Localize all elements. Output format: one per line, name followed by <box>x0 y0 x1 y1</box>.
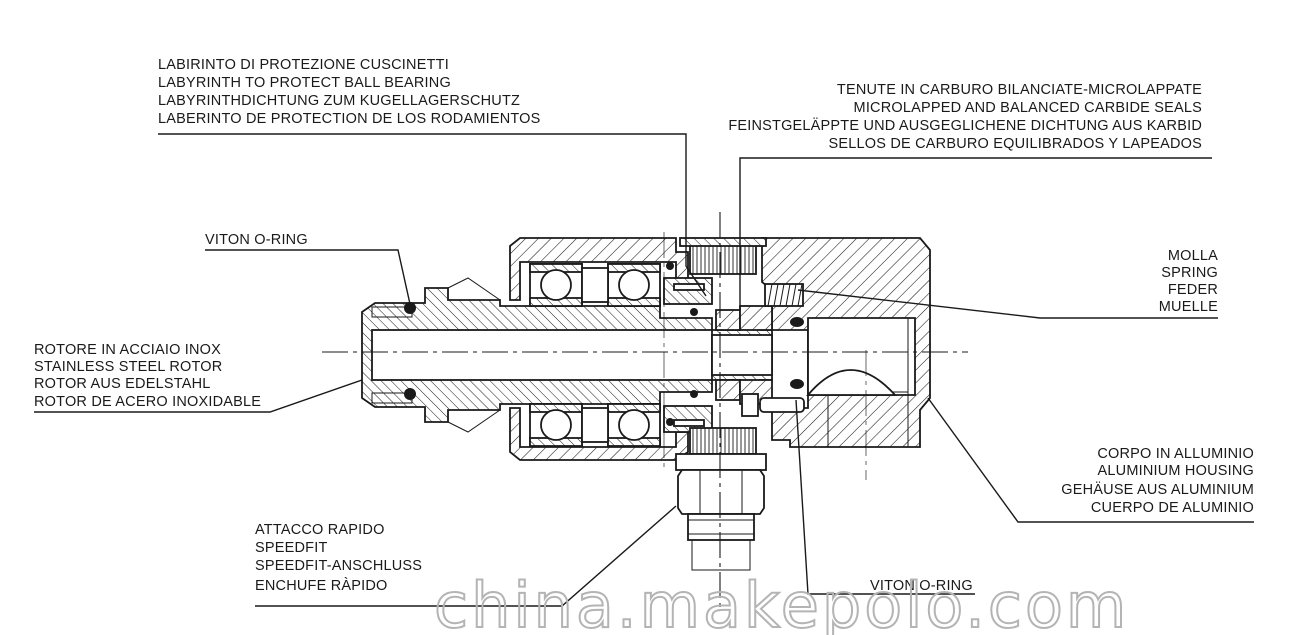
ball-bearing-lower-left <box>529 403 583 447</box>
callout-spring: MOLLA SPRING FEDER MUELLE <box>1159 248 1218 315</box>
callout-line: MUELLE <box>1159 299 1218 315</box>
callout-line: ATTACCO RAPIDO <box>255 522 385 538</box>
callout-line: CUERPO DE ALUMINIO <box>1091 500 1254 516</box>
callout-line: GEHÄUSE AUS ALUMINIUM <box>1061 481 1254 498</box>
threaded-insert-bottom <box>689 427 757 455</box>
callout-line: LABYRINTHDICHTUNG ZUM KUGELLAGERSCHUTZ <box>158 93 520 109</box>
callout-line: ENCHUFE RÀPIDO <box>255 577 388 594</box>
callout-line: SPEEDFIT <box>255 540 328 556</box>
labyrinth-seal <box>663 277 713 433</box>
callout-line: ROTOR DE ACERO INOXIDABLE <box>34 394 261 410</box>
callout-line: LABYRINTH TO PROTECT BALL BEARING <box>158 75 451 91</box>
callout-labyrinth: LABIRINTO DI PROTEZIONE CUSCINETTI LABYR… <box>158 57 541 127</box>
o-rings <box>404 262 804 426</box>
callout-viton-oring-top: VITON O-RING <box>205 232 308 248</box>
watermark: china.makepolo.com <box>434 569 1129 635</box>
leader-lines <box>34 133 1254 607</box>
speedfit-fitting <box>675 453 767 571</box>
ball-bearing-lower-right <box>607 403 661 447</box>
threaded-insert-top <box>679 237 767 275</box>
callout-line: ALUMINIUM HOUSING <box>1098 463 1254 479</box>
callout-line: CORPO IN ALLUMINIO <box>1097 446 1254 462</box>
aluminium-housing <box>761 237 931 448</box>
callout-line: FEDER <box>1168 282 1218 298</box>
callout-line: SPRING <box>1161 265 1218 281</box>
callout-line: STAINLESS STEEL ROTOR <box>34 359 222 375</box>
callout-carbide-seals: TENUTE IN CARBURO BILANCIATE-MICROLAPPAT… <box>728 82 1202 152</box>
callout-line: MICROLAPPED AND BALANCED CARBIDE SEALS <box>854 100 1202 116</box>
callout-line: ROTORE IN ACCIAIO INOX <box>34 342 221 358</box>
callout-line: SELLOS DE CARBURO EQUILIBRADOS Y LAPEADO… <box>828 136 1202 152</box>
callout-line: MOLLA <box>1168 248 1218 264</box>
bearing-spacers <box>581 267 609 443</box>
compression-spring <box>764 283 804 307</box>
ball-bearing-upper-left <box>529 263 583 307</box>
callout-line: SPEEDFIT-ANSCHLUSS <box>255 558 422 574</box>
callout-line: TENUTE IN CARBURO BILANCIATE-MICROLAPPAT… <box>837 82 1202 98</box>
callout-viton-oring-bottom: VITON O-RING <box>870 578 973 594</box>
anti-rotation-pin <box>741 393 805 417</box>
callout-speedfit: ATTACCO RAPIDO SPEEDFIT SPEEDFIT-ANSCHLU… <box>255 522 422 594</box>
callout-rotor: ROTORE IN ACCIAIO INOX STAINLESS STEEL R… <box>34 342 261 410</box>
callout-line: FEINSTGELÄPPTE UND AUSGEGLICHENE DICHTUN… <box>728 117 1202 134</box>
stainless-steel-rotor <box>361 277 773 433</box>
callout-line: LABERINTO DE PROTECTION DE LOS RODAMIENT… <box>158 111 541 127</box>
callout-housing: CORPO IN ALLUMINIO ALUMINIUM HOUSING GEH… <box>1061 446 1254 516</box>
ball-bearing-upper-right <box>607 263 661 307</box>
center-lines <box>322 212 968 610</box>
callout-line: LABIRINTO DI PROTEZIONE CUSCINETTI <box>158 57 449 73</box>
callout-line: ROTOR AUS EDELSTAHL <box>34 376 211 392</box>
